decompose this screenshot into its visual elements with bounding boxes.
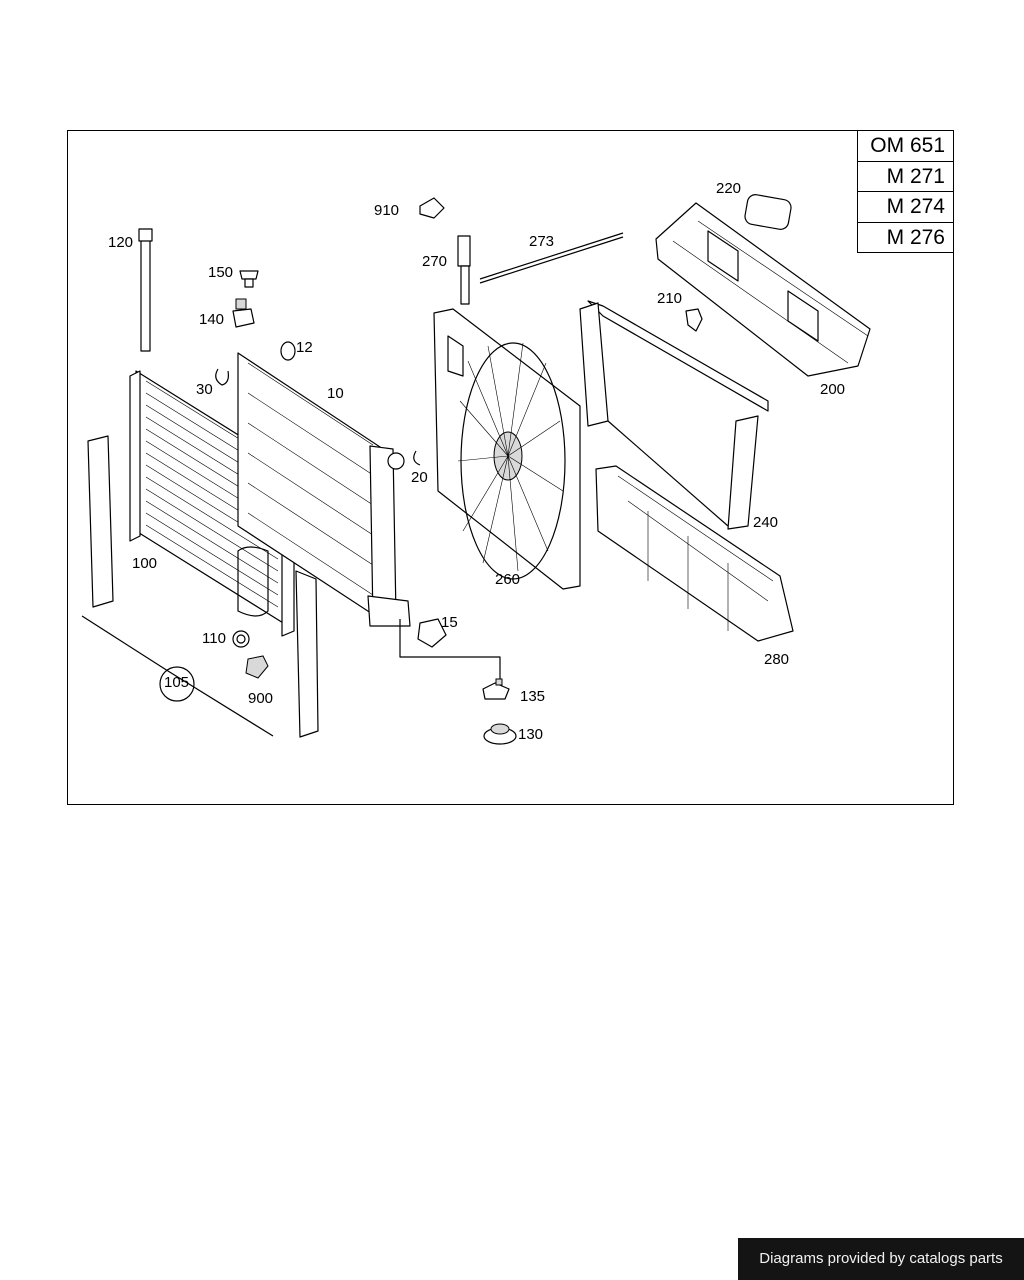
part-130-mount [483, 723, 517, 745]
part-900-tag [245, 655, 269, 679]
part-120-rod [138, 228, 153, 352]
part-105-side-brackets [81, 435, 319, 738]
footer-credit-banner: Diagrams provided by catalogs parts [738, 1238, 1024, 1280]
callout-10: 10 [327, 385, 344, 402]
part-150-clip [239, 270, 259, 288]
part-273-cable [479, 232, 624, 284]
engine-code-table: OM 651 M 271 M 274 M 276 [857, 131, 953, 253]
callout-273: 273 [529, 233, 555, 250]
part-220-grille [744, 194, 792, 230]
callout-260: 260 [495, 571, 521, 588]
part-15-sensor [417, 618, 447, 648]
parts-diagram-frame: OM 651 M 271 M 274 M 276 120 150 140 12 … [67, 130, 954, 805]
callout-910: 910 [374, 202, 400, 219]
engine-code-m274: M 274 [858, 191, 953, 222]
part-10-radiator [237, 352, 411, 627]
part-270-sensor [457, 235, 471, 305]
exploded-parts-drawing [81, 194, 871, 745]
callout-120: 120 [108, 234, 134, 251]
leader-15-135 [399, 619, 501, 679]
part-210-clip [685, 308, 703, 332]
callout-15: 15 [441, 614, 458, 631]
callout-20: 20 [411, 469, 428, 486]
part-240-frame [579, 300, 769, 530]
part-200-upper-cover [655, 202, 871, 377]
callout-280: 280 [764, 651, 790, 668]
callout-105-circle [159, 666, 195, 702]
callout-220: 220 [716, 180, 742, 197]
engine-code-om651: OM 651 [870, 134, 945, 157]
callout-12: 12 [296, 339, 313, 356]
engine-code-m276: M 276 [858, 221, 953, 253]
part-135-mount [482, 678, 510, 700]
part-140-mount [232, 298, 255, 328]
callout-105: 105 [164, 674, 190, 691]
callout-100: 100 [132, 555, 158, 572]
part-12-o-ring [280, 341, 296, 361]
callout-900: 900 [248, 690, 274, 707]
callout-140: 140 [199, 311, 225, 328]
callout-270: 270 [422, 253, 448, 270]
callout-200: 200 [820, 381, 846, 398]
callout-110: 110 [202, 630, 226, 647]
part-30-clip [215, 368, 229, 386]
callout-135: 135 [520, 688, 546, 705]
callout-240: 240 [753, 514, 779, 531]
callout-210: 210 [657, 290, 683, 307]
callout-30: 30 [196, 381, 213, 398]
part-260-fan-shroud [433, 308, 581, 590]
part-910-tag [419, 197, 445, 219]
callout-150: 150 [208, 264, 234, 281]
part-280-air-duct [595, 465, 794, 642]
engine-code-m271: M 271 [858, 160, 953, 192]
part-110-valve [232, 630, 250, 648]
part-20-clip [413, 450, 421, 466]
callout-130: 130 [518, 726, 544, 743]
